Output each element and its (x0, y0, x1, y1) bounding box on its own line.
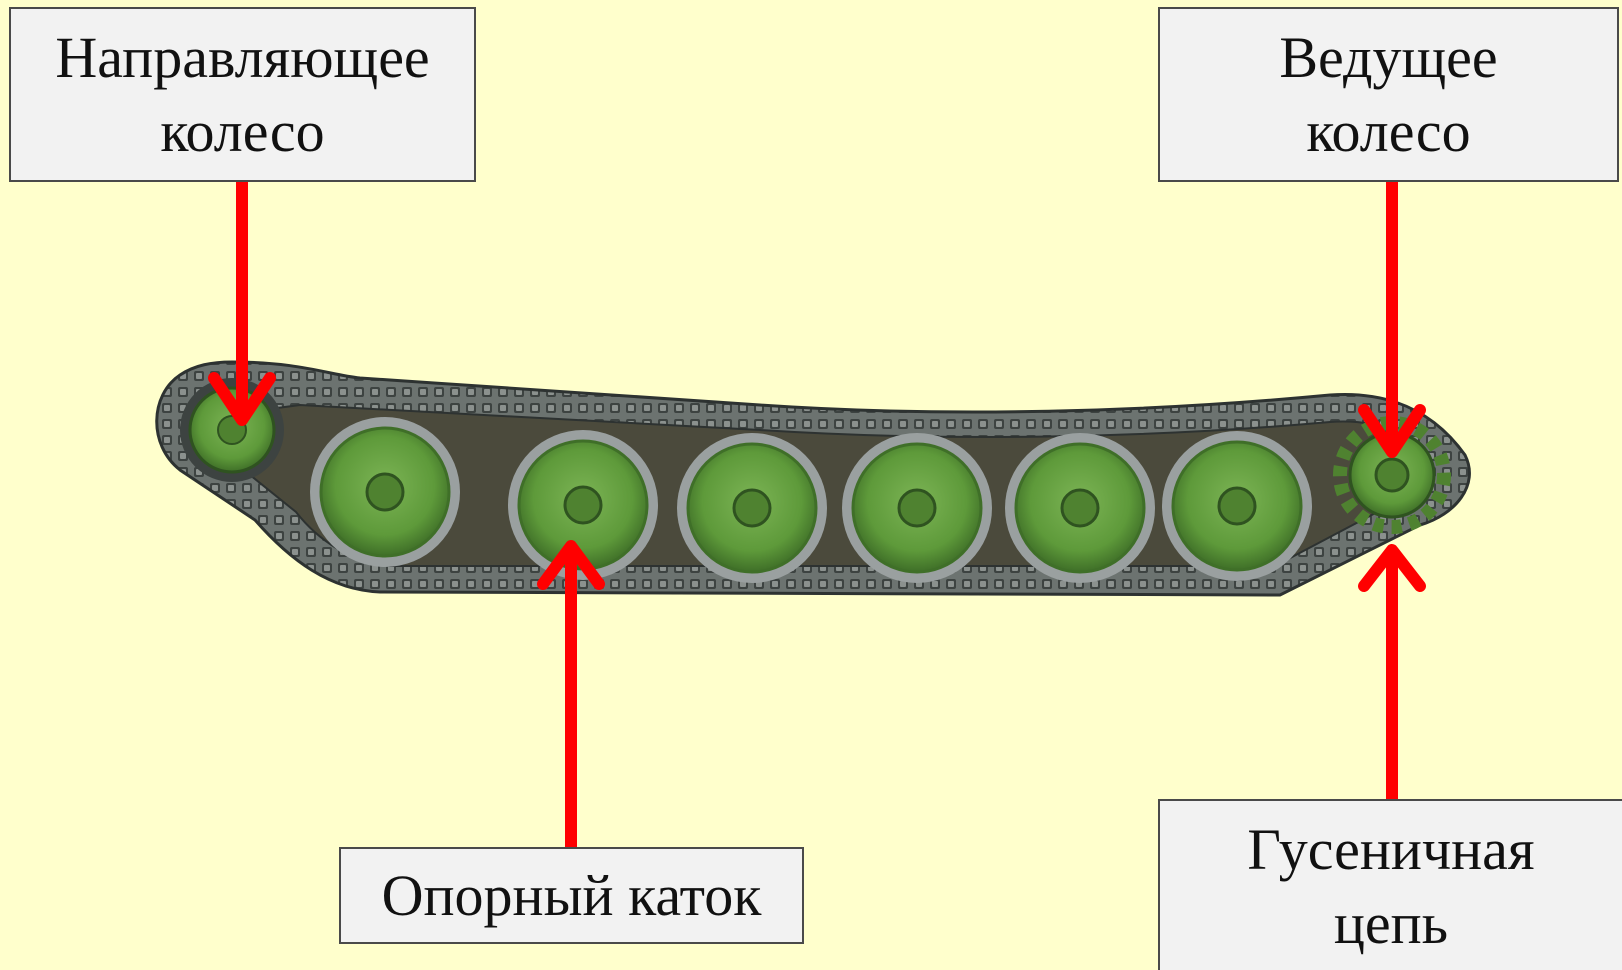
road-wheel-hub (565, 487, 601, 523)
label-line: колесо (55, 95, 429, 169)
label-line: Ведущее (1279, 21, 1497, 95)
arrow-track-chain (1364, 550, 1420, 799)
label-line: колесо (1279, 95, 1497, 169)
road-wheel (1162, 431, 1312, 581)
road-wheel-hub (367, 474, 403, 510)
road-wheel-hub (1062, 490, 1098, 526)
label-line: Гусеничная (1247, 813, 1534, 887)
arrow-idler-wheel (214, 182, 270, 420)
label-road-wheel: Опорный каток (339, 847, 804, 944)
road-wheel (677, 433, 827, 583)
label-track-chain: Гусеничная цепь (1158, 799, 1622, 970)
idler-wheel (180, 378, 284, 482)
road-wheel-hub (1219, 488, 1255, 524)
road-wheel (842, 433, 992, 583)
drive-sprocket-hub (1376, 459, 1408, 491)
label-line: цепь (1247, 887, 1534, 961)
road-wheel-hub (899, 490, 935, 526)
road-wheel (310, 417, 460, 567)
label-line: Направляющее (55, 21, 429, 95)
road-wheel-hub (734, 490, 770, 526)
label-line: Опорный каток (382, 859, 762, 933)
label-idler-wheel: Направляющее колесо (9, 7, 476, 182)
label-drive-wheel: Ведущее колесо (1158, 7, 1619, 182)
road-wheel (1005, 433, 1155, 583)
